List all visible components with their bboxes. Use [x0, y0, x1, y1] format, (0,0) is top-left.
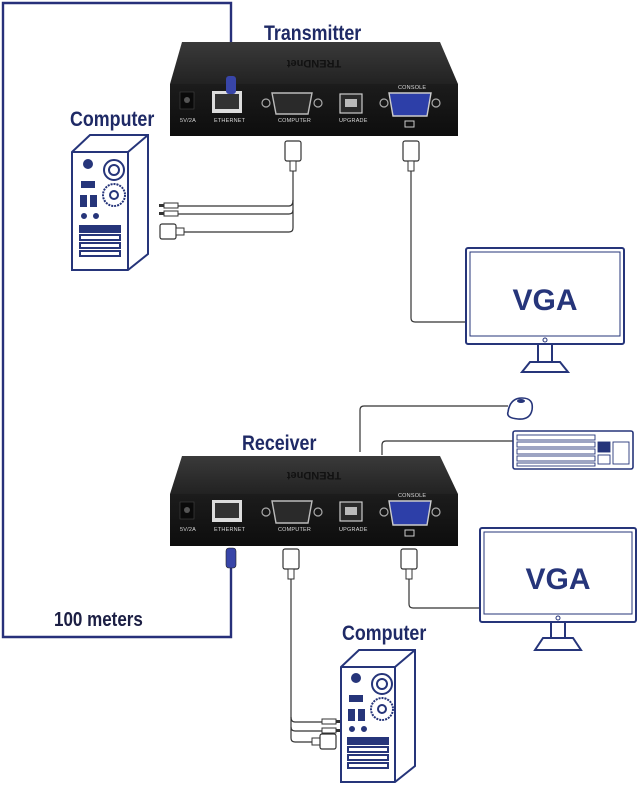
- receiver-console-cable: [400, 548, 480, 609]
- mouse: [506, 397, 534, 420]
- computer-tower-top: [71, 134, 149, 271]
- computer-tower-bottom: [340, 649, 416, 783]
- power-port-label: 5V/2A: [180, 527, 196, 533]
- ethernet-port: [212, 500, 242, 522]
- ethernet-port-label: ETHERNET: [214, 118, 246, 124]
- transmitter-console-cable: [402, 140, 466, 323]
- mouse-cable: [359, 405, 508, 452]
- ethernet-port: [212, 91, 242, 113]
- audio-plug: [159, 202, 179, 209]
- monitor-icon: [404, 529, 415, 537]
- monitor-icon: [404, 120, 415, 128]
- vga-plug: [311, 733, 337, 750]
- upgrade-port-label: UPGRADE: [339, 118, 368, 124]
- console-vga-port: [379, 92, 441, 128]
- ethernet-cable-100m: [1, 1, 233, 639]
- computer-label-bottom: Computer: [342, 622, 427, 645]
- power-port: [179, 501, 195, 520]
- computer-port-label: COMPUTER: [278, 527, 312, 533]
- receiver-device: TRENDnet: [170, 456, 458, 546]
- transmitter-label: Transmitter: [264, 22, 362, 45]
- receiver-label: Receiver: [242, 432, 317, 455]
- upgrade-port-label: UPGRADE: [339, 527, 368, 533]
- brand-logo: TRENDnet: [286, 469, 341, 481]
- power-port: [179, 91, 195, 110]
- vga-monitor-top: VGA: [465, 247, 625, 373]
- ethernet-plug: [225, 547, 237, 569]
- upgrade-usb-port: [339, 93, 363, 114]
- computer-vga-port: [261, 92, 323, 115]
- monitor-screen-label: VGA: [512, 284, 577, 317]
- console-port-label: CONSOLE: [398, 85, 427, 91]
- receiver-computer-cable: [282, 548, 341, 750]
- computer-label-top: Computer: [70, 108, 155, 131]
- console-vga-port: [379, 500, 441, 537]
- monitor-screen-label: VGA: [525, 563, 590, 596]
- transmitter-computer-cable: [159, 140, 302, 240]
- ethernet-port-label: ETHERNET: [214, 527, 246, 533]
- console-port-label: CONSOLE: [398, 493, 427, 499]
- computer-port-label: COMPUTER: [278, 118, 312, 124]
- upgrade-usb-port: [339, 501, 363, 522]
- audio-plug: [159, 210, 179, 217]
- transmitter-device: TRENDnet: [170, 42, 458, 136]
- keyboard: [512, 430, 634, 470]
- computer-vga-port: [261, 500, 323, 524]
- vga-monitor-bottom: VGA: [479, 527, 637, 651]
- distance-label: 100 meters: [54, 609, 143, 631]
- vga-plug: [159, 223, 185, 240]
- audio-plug: [321, 727, 341, 734]
- power-port-label: 5V/2A: [180, 118, 196, 124]
- brand-logo: TRENDnet: [286, 57, 341, 69]
- audio-plug: [321, 718, 341, 725]
- keyboard-cable: [381, 440, 513, 455]
- ethernet-plug: [226, 76, 236, 94]
